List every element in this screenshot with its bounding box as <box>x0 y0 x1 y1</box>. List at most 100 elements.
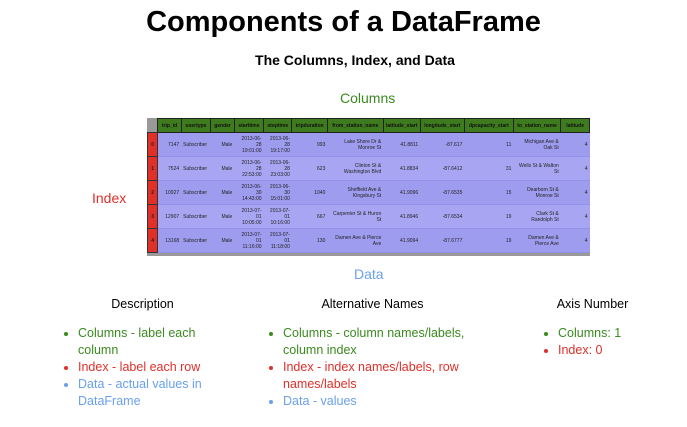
data-cell: 1040 <box>291 180 328 205</box>
list-item: Index - index names/labels, row names/la… <box>283 359 480 393</box>
data-cell: Male <box>210 180 235 205</box>
data-cell: Male <box>210 132 235 157</box>
data-cell: Male <box>210 156 235 181</box>
data-cell: 993 <box>291 132 328 157</box>
data-cell: Lake Shore Dr & Monroe St <box>327 132 384 157</box>
data-cell: 41.8811 <box>383 132 421 157</box>
section-heading: Axis Number <box>556 297 629 311</box>
column-header: stoptime <box>263 118 293 133</box>
data-cell: 41.8946 <box>383 204 421 229</box>
data-cell: 13168 <box>157 228 182 253</box>
index-cell: 2 <box>147 180 159 205</box>
data-cell: -87.6412 <box>420 156 465 181</box>
data-cell: 7147 <box>157 132 182 157</box>
data-cell: -87.6534 <box>420 204 465 229</box>
data-cell: Subscriber <box>181 132 211 157</box>
index-cell: 0 <box>147 132 159 157</box>
data-cell: Subscriber <box>181 228 211 253</box>
data-cell: 2013-06-30 15:01:00 <box>263 180 292 205</box>
data-cell: Sheffield Ave & Kingsbury St <box>327 180 384 205</box>
data-cell: 2013-06-28 23:03:00 <box>263 156 292 181</box>
data-cell: 2013-07-01 10:05:00 <box>234 204 264 229</box>
data-cell: Subscriber <box>181 156 211 181</box>
data-cell: Michigan Ave & Oak St <box>513 132 561 157</box>
page-title: Components of a DataFrame <box>146 6 541 38</box>
column-header: tripduration <box>291 118 328 133</box>
data-cell: Subscriber <box>181 204 211 229</box>
data-cell: Male <box>210 204 235 229</box>
data-cell: 2013-07-01 10:16:00 <box>263 204 292 229</box>
data-cell: 4 <box>560 204 590 229</box>
list-item: Columns - label each column <box>78 325 225 359</box>
section-heading: Alternative Names <box>321 297 424 311</box>
data-cell: 19 <box>464 228 514 253</box>
column-header: latitude_start <box>382 118 421 133</box>
data-cell: 2013-06-28 19:01:00 <box>234 132 264 157</box>
data-cell: Male <box>210 228 235 253</box>
data-cell: 2013-07-01 11:18:00 <box>263 228 292 253</box>
data-cell: -87.6777 <box>420 228 465 253</box>
data-cell: 4 <box>560 180 590 205</box>
data-cell: 31 <box>464 156 514 181</box>
data-cell: Dearborn St & Monroe St <box>513 180 561 205</box>
column-header: trip_id <box>157 118 182 133</box>
data-cell: 4 <box>560 132 590 157</box>
column-header: to_station_name <box>512 118 562 133</box>
list-item: Data - actual values in DataFrame <box>78 376 225 410</box>
data-cell: 41.9096 <box>383 180 421 205</box>
list-item: Columns: 1 <box>558 325 645 342</box>
column-header: starttime <box>233 118 265 133</box>
data-cell: 15 <box>464 180 514 205</box>
corner-cell <box>147 118 158 133</box>
alternative-names-section: Alternative Names Columns - column names… <box>265 297 480 410</box>
data-cell: 11 <box>464 132 514 157</box>
data-cell: 130 <box>291 228 328 253</box>
data-cell: 19 <box>464 204 514 229</box>
section-heading: Description <box>111 297 174 311</box>
page-subtitle: The Columns, Index, and Data <box>255 52 455 68</box>
data-cell: 623 <box>291 156 328 181</box>
column-header: latitude <box>560 118 590 133</box>
data-cell: 41.8834 <box>383 156 421 181</box>
data-cell: 10927 <box>157 180 182 205</box>
data-cell: -87.6535 <box>420 180 465 205</box>
data-cell: 2013-06-30 14:43:00 <box>234 180 264 205</box>
data-cell: 41.9094 <box>383 228 421 253</box>
data-label: Data <box>354 266 384 282</box>
index-cell: 4 <box>147 228 159 253</box>
data-cell: -87.617 <box>420 132 465 157</box>
data-cell: Damen Ave & Pierce Ave <box>513 228 561 253</box>
data-cell: Clinton St & Washington Blvd <box>327 156 384 181</box>
list-item: Data - values <box>283 393 480 410</box>
data-cell: Clark St & Randolph St <box>513 204 561 229</box>
index-label: Index <box>92 190 127 206</box>
axis-number-section: Axis Number Columns: 1Index: 0 <box>540 297 645 359</box>
data-cell: 2013-07-01 11:16:00 <box>234 228 264 253</box>
data-cell: Wells St & Walton St <box>513 156 561 181</box>
data-cell: Carpenter St & Huron St <box>327 204 384 229</box>
column-header: gender <box>210 118 235 133</box>
index-cell: 3 <box>147 204 159 229</box>
list-item: Columns - column names/labels, column in… <box>283 325 480 359</box>
data-cell: 12907 <box>157 204 182 229</box>
column-header: usertype <box>180 118 212 133</box>
data-cell: 2013-06-28 19:17:00 <box>263 132 292 157</box>
data-cell: 4 <box>560 156 590 181</box>
list-item: Index: 0 <box>558 342 645 359</box>
columns-label: Columns <box>340 90 396 106</box>
column-header: longitude_start <box>419 118 465 133</box>
column-header: from_station_name <box>326 118 384 133</box>
data-cell: 4 <box>560 228 590 253</box>
data-cell: Damen Ave & Pierce Ave <box>327 228 384 253</box>
data-cell: 2013-06-28 22:53:00 <box>234 156 264 181</box>
data-cell: 667 <box>291 204 328 229</box>
index-cell: 1 <box>147 156 159 181</box>
data-cell: 7524 <box>157 156 182 181</box>
description-section: Description Columns - label each columnI… <box>60 297 225 410</box>
